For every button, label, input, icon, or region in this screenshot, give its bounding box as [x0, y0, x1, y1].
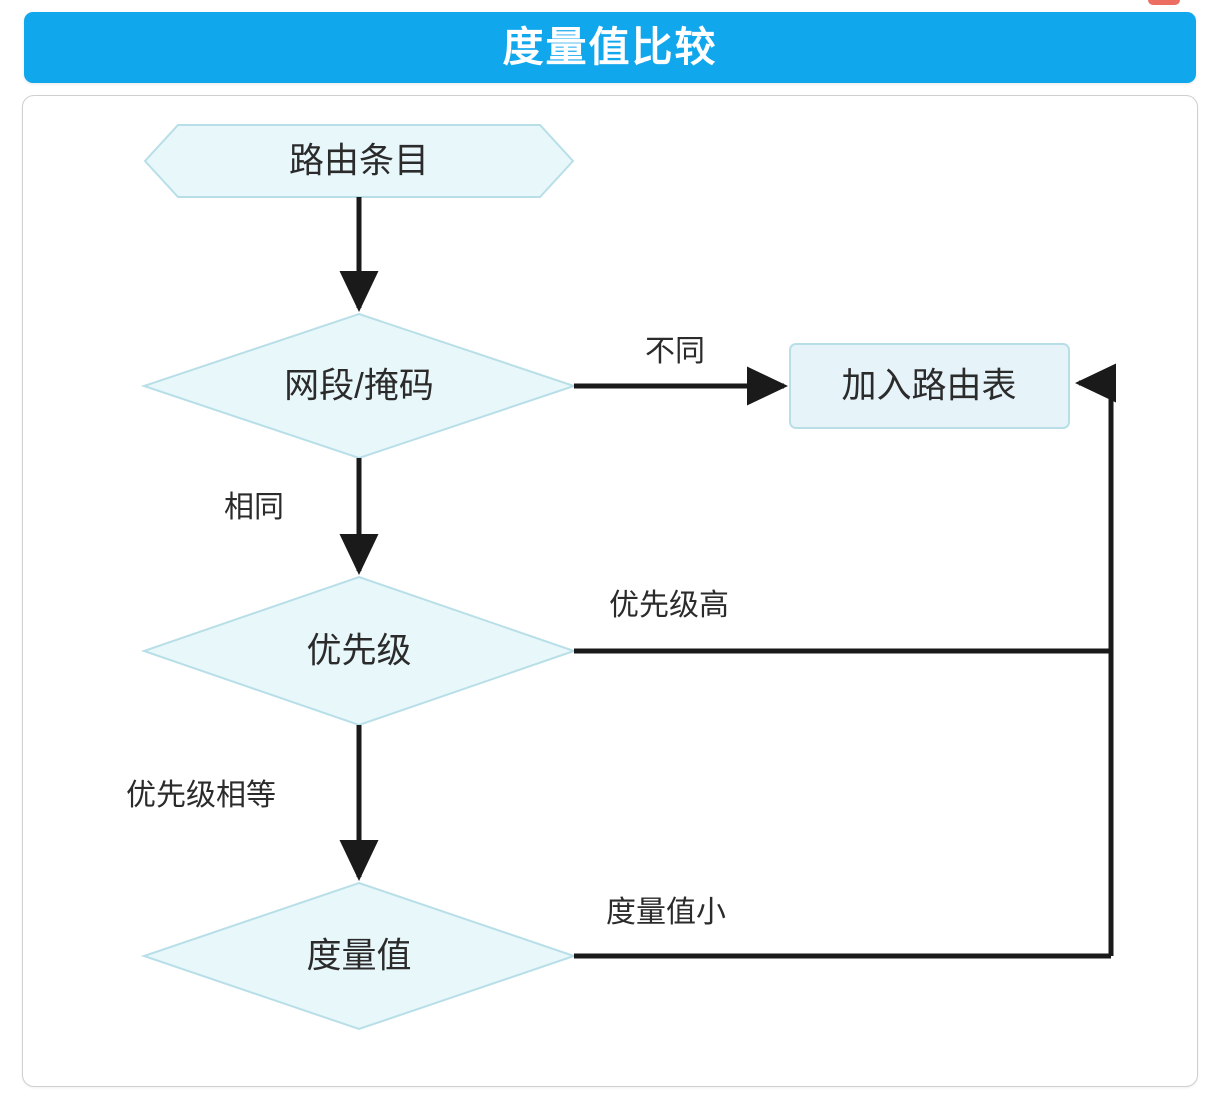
node-priority-shape[interactable] — [140, 575, 578, 727]
node-add-to-routing-table-shape[interactable] — [789, 343, 1070, 429]
node-metric-shape[interactable] — [140, 881, 578, 1031]
node-network-mask-shape[interactable] — [140, 312, 578, 460]
flowchart-svg — [140, 124, 1117, 1031]
notification-badge[interactable] — [1148, 0, 1180, 5]
edge-return-trunk-to-add — [1075, 363, 1117, 956]
node-route-entry-shape[interactable] — [143, 124, 575, 198]
page-title: 度量值比较 — [502, 24, 718, 70]
flowchart-canvas: 路由条目 网段/掩码 优先级 度量值 加入路由表 不同 相同 优先级高 优先级相… — [23, 96, 1197, 1086]
flowchart-card: 路由条目 网段/掩码 优先级 度量值 加入路由表 不同 相同 优先级高 优先级相… — [22, 95, 1198, 1087]
page-title-banner: 度量值比较 — [24, 12, 1196, 83]
